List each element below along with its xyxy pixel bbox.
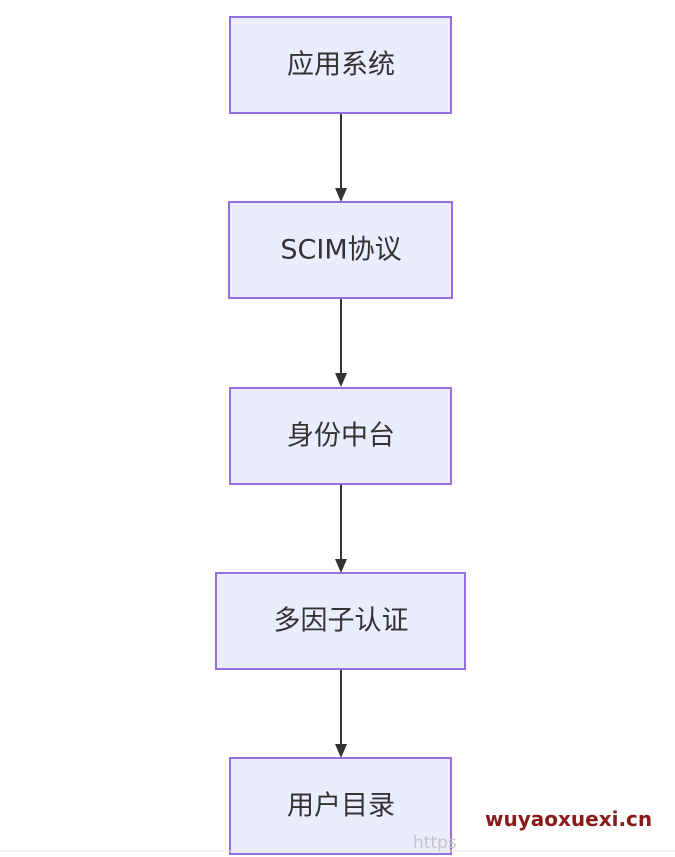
arrowhead-icon — [335, 559, 347, 573]
edge-scim-to-identity — [335, 298, 347, 387]
node-app-system: 应用系统 — [229, 16, 452, 114]
watermark-url: https — [413, 833, 457, 853]
arrowhead-icon — [335, 744, 347, 758]
node-label-app-system: 应用系统 — [287, 50, 395, 81]
node-user-directory: 用户目录 — [229, 757, 452, 855]
node-label-mfa: 多因子认证 — [274, 606, 409, 637]
node-scim-protocol: SCIM协议 — [228, 201, 453, 299]
node-label-user-directory: 用户目录 — [287, 791, 395, 822]
node-mfa: 多因子认证 — [215, 572, 466, 670]
edge-mfa-to-directory — [335, 669, 347, 758]
watermark-brand: wuyaoxuexi.cn — [485, 807, 652, 831]
edge-identity-to-mfa — [335, 484, 347, 573]
edge-app-to-scim — [335, 113, 347, 202]
node-identity-hub: 身份中台 — [229, 387, 452, 485]
node-label-identity-hub: 身份中台 — [287, 421, 395, 452]
arrowhead-icon — [335, 188, 347, 202]
node-label-scim-protocol: SCIM协议 — [280, 235, 401, 266]
arrowhead-icon — [335, 373, 347, 387]
